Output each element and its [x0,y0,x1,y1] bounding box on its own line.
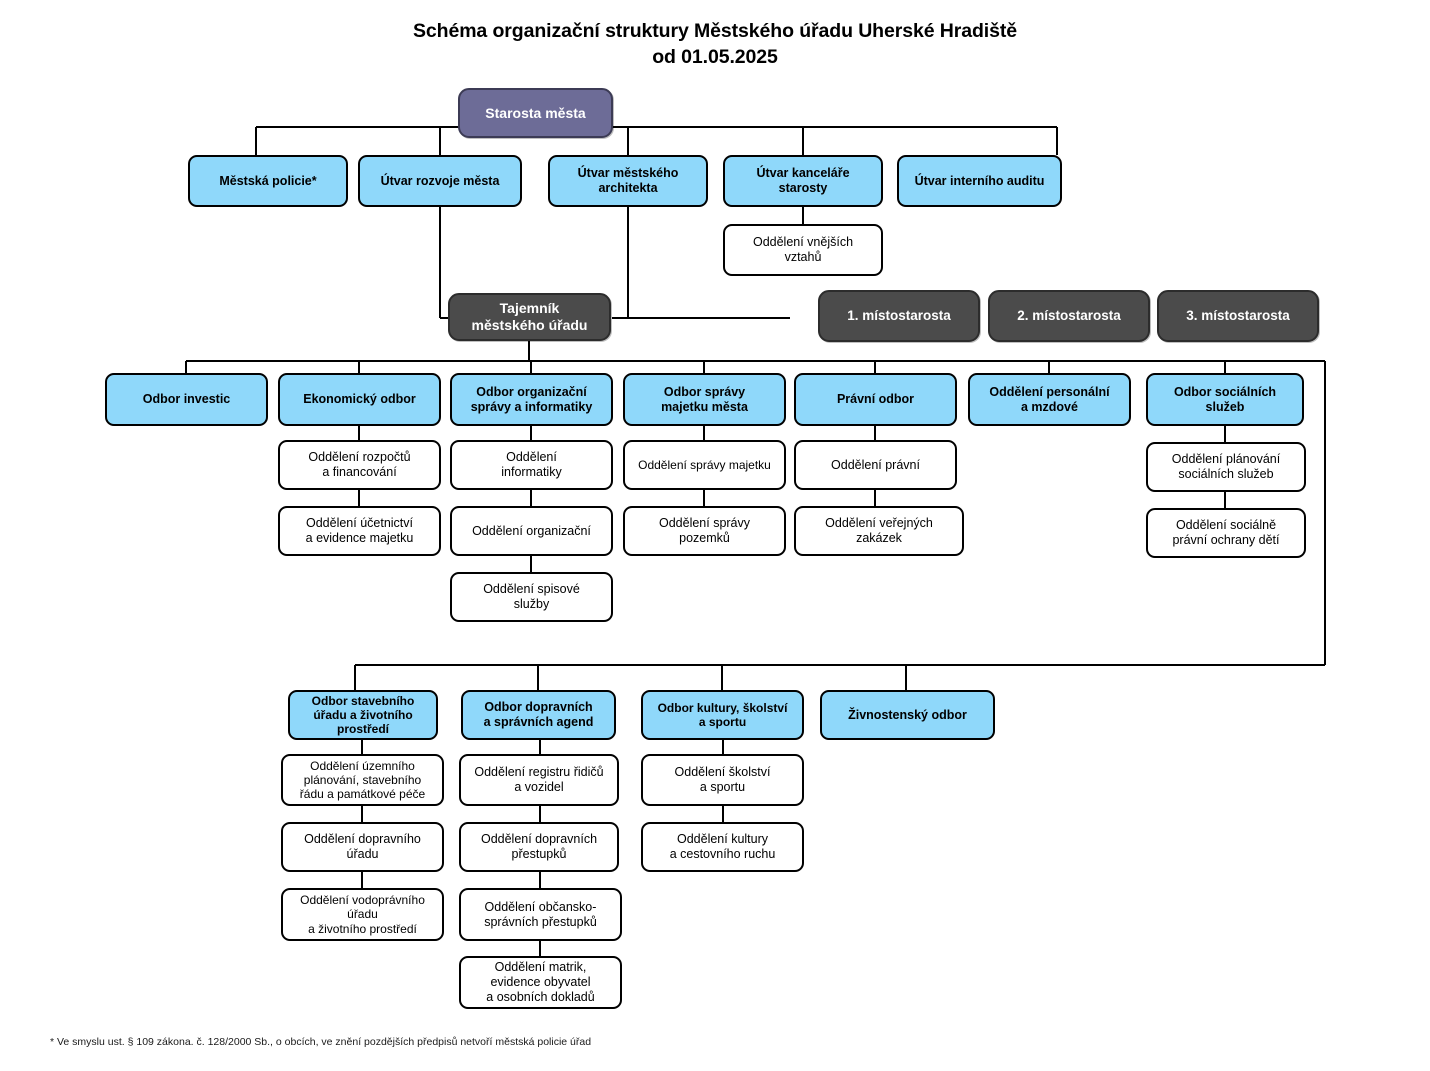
section-oddeleni-spravy-majetku[interactable]: Oddělení správy majetku [623,440,786,490]
department-odbor-socialnich-sluzeb[interactable]: Odbor sociálních služeb [1146,373,1304,426]
section-oddeleni-spravy-pozemku[interactable]: Oddělení správy pozemků [623,506,786,556]
section-oddeleni-planovani-socialnich-sluzeb[interactable]: Oddělení plánování sociálních služeb [1146,442,1306,492]
department-odbor-organizacni-spravy-a-informatiky[interactable]: Odbor organizační správy a informatiky [450,373,613,426]
footnote-text: * Ve smyslu ust. § 109 zákona. č. 128/20… [50,1036,592,1048]
section-oddeleni-kultury-a-cestovniho-ruchu[interactable]: Oddělení kultury a cestovního ruchu [641,822,804,872]
title-line-2: od 01.05.2025 [652,46,778,68]
section-oddeleni-skolstvi-a-sportu[interactable]: Oddělení školství a sportu [641,754,804,806]
section-oddeleni-registru-ridicu-a-vozidel[interactable]: Oddělení registru řidičů a vozidel [459,754,619,806]
section-oddeleni-informatiky[interactable]: Oddělení informatiky [450,440,613,490]
section-oddeleni-rozpoctu-a-financovani[interactable]: Oddělení rozpočtů a financování [278,440,441,490]
node-oddeleni-vnejsich-vztahu[interactable]: Oddělení vnějších vztahů [723,224,883,276]
node-deputy-1[interactable]: 1. místostarosta [818,290,980,342]
section-oddeleni-verejnych-zakazek[interactable]: Oddělení veřejných zakázek [794,506,964,556]
page-title: Schéma organizační struktury Městského ú… [0,18,1430,70]
section-oddeleni-ucetnictvi-a-evidence-majetku[interactable]: Oddělení účetnictví a evidence majetku [278,506,441,556]
section-oddeleni-spisove-sluzby[interactable]: Oddělení spisové služby [450,572,613,622]
section-oddeleni-obcansko-spravnich-prestupku[interactable]: Oddělení občansko- správních přestupků [459,888,622,941]
node-mayor[interactable]: Starosta města [458,88,613,138]
section-oddeleni-socialne-pravni-ochrany-deti[interactable]: Oddělení sociálně právní ochrany dětí [1146,508,1306,558]
section-oddeleni-matrik-evidence-obyvatel[interactable]: Oddělení matrik, evidence obyvatel a oso… [459,956,622,1009]
department-odbor-dopravnich-a-spravnich-agend[interactable]: Odbor dopravních a správních agend [461,690,616,740]
department-ekonomicky-odbor[interactable]: Ekonomický odbor [278,373,441,426]
section-oddeleni-vodopravniho-uradu[interactable]: Oddělení vodoprávního úřadu a životního … [281,888,444,941]
section-oddeleni-organizacni[interactable]: Oddělení organizační [450,506,613,556]
node-deputy-2[interactable]: 2. místostarosta [988,290,1150,342]
department-oddeleni-personalni-a-mzdove[interactable]: Oddělení personální a mzdové [968,373,1131,426]
section-oddeleni-dopravnich-prestupku[interactable]: Oddělení dopravních přestupků [459,822,619,872]
department-odbor-stavebniho-uradu-a-zivotniho-prostredi[interactable]: Odbor stavebního úřadu a životního prost… [288,690,438,740]
title-line-1: Schéma organizační struktury Městského ú… [412,20,1018,42]
node-utvar-rozvoje-mesta[interactable]: Útvar rozvoje města [358,155,522,207]
node-utvar-interniho-auditu[interactable]: Útvar interního auditu [897,155,1062,207]
node-deputy-3[interactable]: 3. místostarosta [1157,290,1319,342]
node-tajemnik[interactable]: Tajemník městského úřadu [448,293,611,341]
node-utvar-mestskeho-architekta[interactable]: Útvar městského architekta [548,155,708,207]
node-utvar-kancelare-starosty[interactable]: Útvar kanceláře starosty [723,155,883,207]
department-pravni-odbor[interactable]: Právní odbor [794,373,957,426]
section-oddeleni-pravni[interactable]: Oddělení právní [794,440,957,490]
section-oddeleni-uzemniho-planovani[interactable]: Oddělení územního plánování, stavebního … [281,754,444,806]
section-oddeleni-dopravniho-uradu[interactable]: Oddělení dopravního úřadu [281,822,444,872]
department-zivnostensky-odbor[interactable]: Živnostenský odbor [820,690,995,740]
node-mestska-policie[interactable]: Městská policie* [188,155,348,207]
department-odbor-investic[interactable]: Odbor investic [105,373,268,426]
department-odbor-kultury-skolstvi-a-sportu[interactable]: Odbor kultury, školství a sportu [641,690,804,740]
department-odbor-spravy-majetku-mesta[interactable]: Odbor správy majetku města [623,373,786,426]
